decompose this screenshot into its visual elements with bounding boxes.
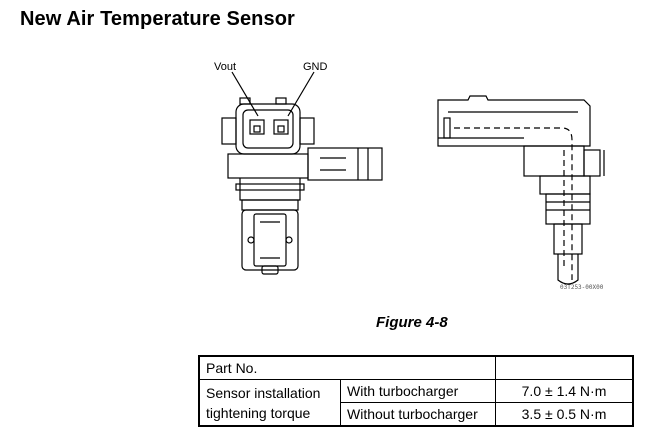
table-header-row: Part No.: [198, 355, 634, 380]
header-part-no: Part No.: [198, 355, 496, 380]
condition-cell: With turbocharger: [340, 379, 496, 403]
side-view: [437, 95, 605, 285]
figure-code: 03T253-00X00: [560, 284, 604, 291]
label-gnd: GND: [303, 61, 328, 73]
value-cell: 3.5 ± 0.5 N·m: [495, 402, 634, 427]
page-title: New Air Temperature Sensor: [20, 8, 295, 30]
header-empty: [495, 355, 634, 380]
front-view: [221, 71, 383, 275]
condition-cell: Without turbocharger: [340, 402, 496, 427]
row-label-line1: Sensor installation: [206, 384, 321, 401]
row-label: Sensor installation tightening torque: [198, 379, 341, 427]
table-row: Sensor installation tightening torque Wi…: [198, 379, 634, 427]
label-vout: Vout: [214, 61, 236, 73]
table-row: Without turbocharger 3.5 ± 0.5 N·m: [199, 402, 634, 427]
value-cell: 7.0 ± 1.4 N·m: [495, 379, 634, 403]
spec-table: Part No. Sensor installation tightening …: [198, 355, 634, 427]
figure-caption: Figure 4-8: [376, 314, 448, 331]
row-label-line2: tightening torque: [206, 404, 311, 421]
